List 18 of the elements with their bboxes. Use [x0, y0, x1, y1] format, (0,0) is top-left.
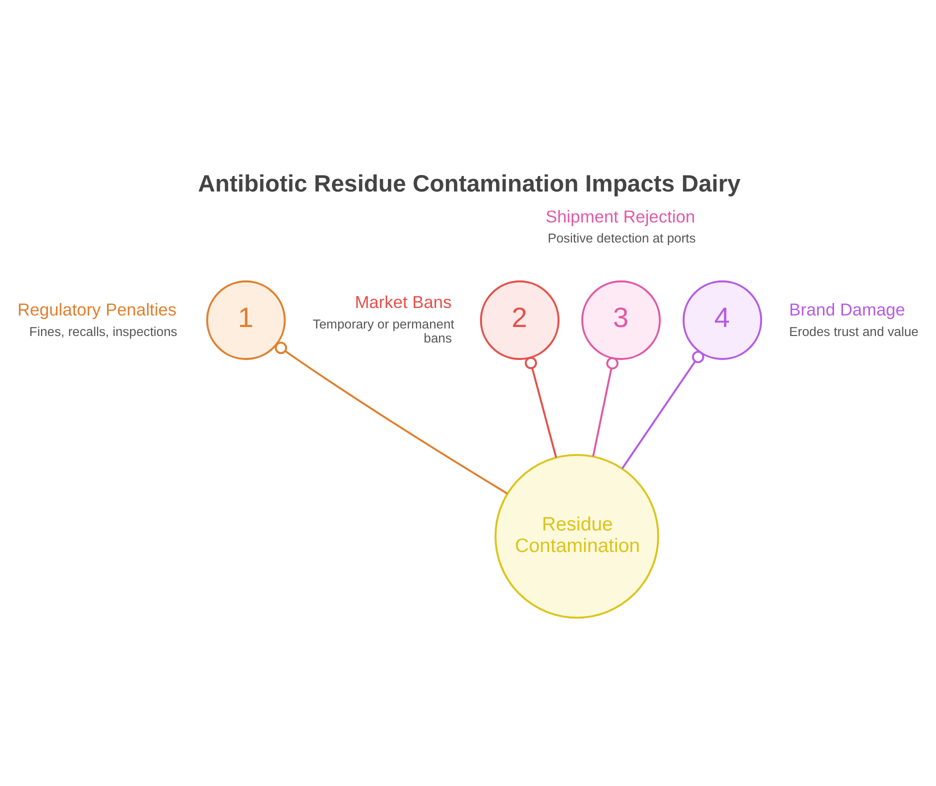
node-circle: 3 — [581, 280, 661, 360]
node-circle: Residue Contamination — [494, 453, 660, 618]
node-label: Market Bans — [354, 292, 452, 312]
node-label: Regulatory Penalties — [17, 299, 176, 320]
connector — [622, 350, 704, 468]
node-label: Temporary or permanent bans — [312, 316, 454, 345]
node-circle: 4 — [682, 280, 762, 360]
node-label: Brand Damage — [789, 299, 906, 320]
node-label: Shipment Rejection — [546, 206, 696, 226]
connector — [592, 356, 618, 456]
node-label: Erodes trust and value — [789, 323, 918, 338]
diagram-title: Antibiotic Residue Contamination Impacts Dairy — [198, 171, 741, 198]
node-label: Fines, recalls, inspections — [29, 323, 178, 338]
node-label: Positive detection at ports — [548, 230, 696, 246]
connector — [524, 356, 558, 458]
node-circle: 2 — [480, 280, 560, 360]
node-circle: 1 — [206, 280, 286, 360]
connector — [274, 341, 508, 494]
